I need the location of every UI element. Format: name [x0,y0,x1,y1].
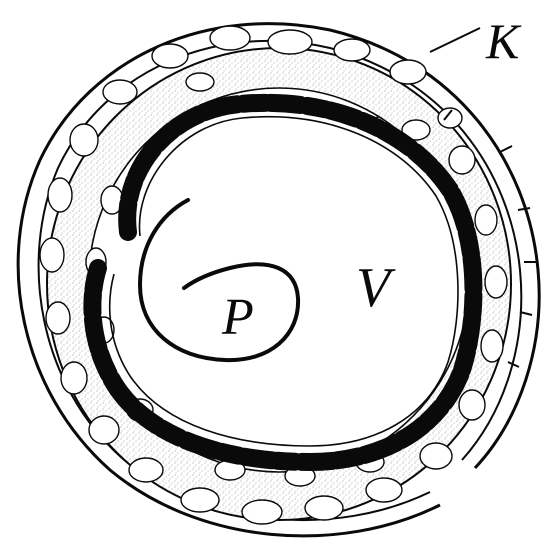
label-v: V [356,257,396,319]
label-k: K [485,13,522,69]
k-leader-line [430,28,480,52]
inner-spiral [140,200,298,360]
chromatophore-inner-edge [110,117,458,446]
label-p: P [221,289,254,346]
